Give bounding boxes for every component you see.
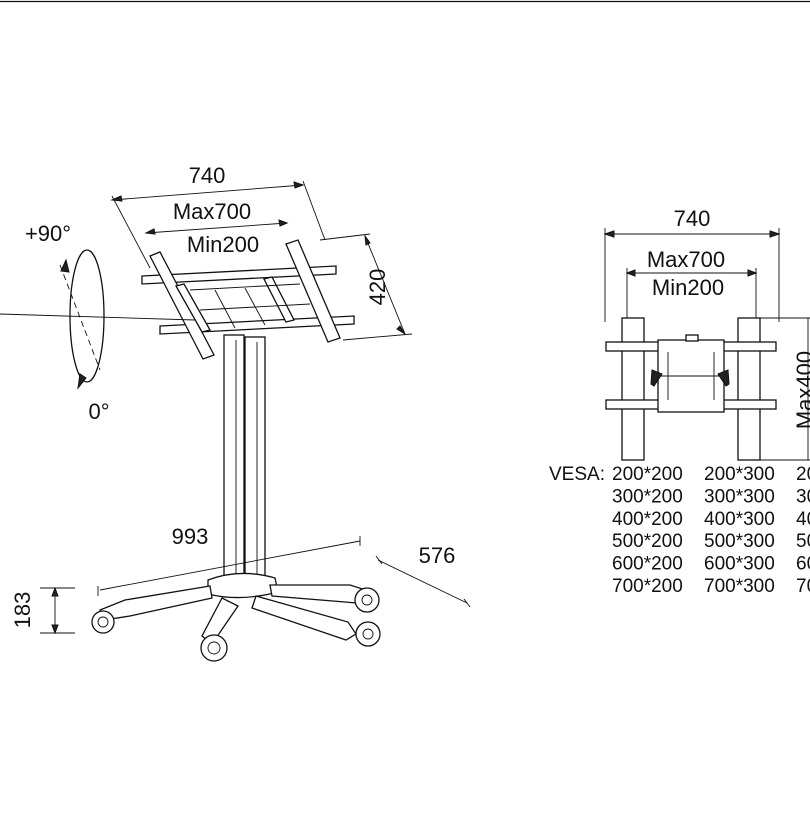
vesa-table: VESA: 200*200 200*300 200*400 300*200 300*30…	[549, 464, 810, 597]
base-depth-dimension	[375, 555, 471, 608]
bracket-height-dimension	[319, 233, 413, 341]
vesa-prefix: VESA:	[549, 464, 605, 485]
cross-base	[99, 572, 373, 645]
vesa-cell: 700*400	[796, 576, 810, 597]
front-side-partial-label: Max400	[792, 351, 810, 429]
vesa-cell: 500*200	[612, 531, 683, 552]
vesa-cells: 200*200 200*300 200*400 300*200 300*300 300*4…	[612, 464, 810, 597]
vesa-cell: 200*300	[704, 464, 775, 485]
tilt-rotation-indicator	[0, 249, 196, 390]
bracket-max-dimension	[144, 219, 289, 235]
vesa-cell: 200*400	[796, 464, 810, 485]
side-bracket-width-label: 740	[189, 163, 226, 188]
caster-wheels	[91, 587, 381, 662]
vesa-cell: 400*300	[704, 509, 775, 530]
vesa-cell: 500*400	[796, 531, 810, 552]
front-bracket-width-label: 740	[674, 206, 711, 231]
caster-wheel-left	[91, 610, 115, 634]
side-bracket-height-label: 420	[365, 269, 390, 306]
front-mounting-bracket	[605, 317, 777, 461]
tilt-bottom-label: 0°	[88, 399, 109, 424]
vesa-cell: 300*300	[704, 486, 775, 507]
front-view-drawing: 740 Max700 Min200	[603, 206, 810, 461]
vesa-cell: 300*200	[612, 486, 683, 507]
side-bracket-max-label: Max700	[173, 199, 251, 224]
vesa-cell: 500*300	[704, 531, 775, 552]
vesa-cell: 300*400	[796, 486, 810, 507]
front-side-dimension	[760, 317, 810, 461]
base-height-dimension	[40, 586, 75, 635]
front-bracket-max-label: Max700	[647, 247, 725, 272]
vesa-cell: 700*300	[704, 576, 775, 597]
front-bracket-width-dimension	[603, 228, 781, 322]
mounting-bracket	[141, 239, 355, 360]
vesa-cell: 600*300	[704, 554, 775, 575]
vesa-cell: 600*200	[612, 554, 683, 575]
bracket-width-dimension	[110, 180, 326, 269]
vesa-cell: 700*200	[612, 576, 683, 597]
base-width-label: 993	[172, 524, 209, 549]
tilt-top-label: +90°	[25, 221, 71, 246]
caster-wheel-back	[355, 621, 381, 647]
base-width-dimension	[97, 536, 361, 596]
vesa-cell: 400*200	[612, 509, 683, 530]
base-height-label: 183	[10, 592, 35, 629]
vesa-cell: 200*200	[612, 464, 683, 485]
front-bracket-min-label: Min200	[652, 275, 724, 300]
vesa-cell: 400*400	[796, 509, 810, 530]
caster-wheel-front	[200, 634, 228, 662]
base-depth-label: 576	[419, 543, 456, 568]
support-columns	[223, 334, 266, 581]
caster-wheel-right	[354, 587, 380, 613]
vesa-cell: 600*400	[796, 554, 810, 575]
front-bracket-max-dimension	[625, 268, 758, 320]
side-view-drawing: 740 Max700 Min200 420	[0, 163, 471, 662]
side-bracket-min-label: Min200	[187, 232, 259, 257]
